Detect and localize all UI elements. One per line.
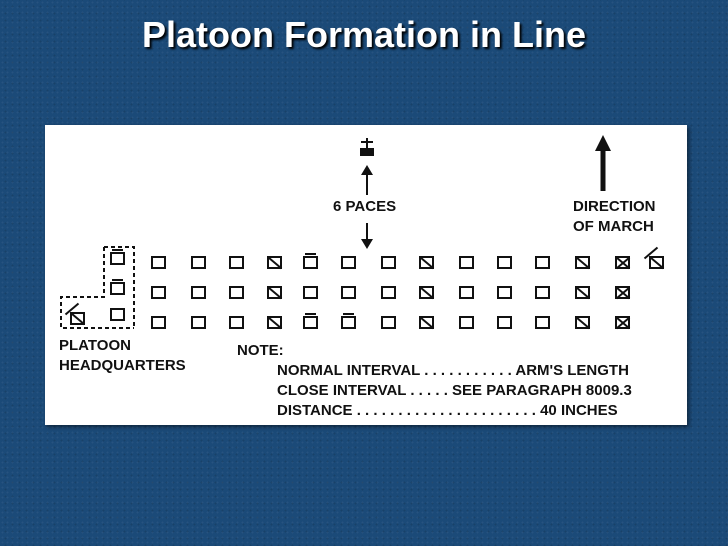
squad-member-symbol [191, 286, 206, 299]
squad-leader-symbol [575, 316, 590, 329]
squad-member-symbol [303, 313, 318, 329]
squad-member-symbol [459, 286, 474, 299]
squad-leader-symbol [615, 286, 630, 299]
squad-leader-symbol [649, 256, 664, 269]
pace-label: 6 PACES [333, 198, 397, 215]
squad-member-symbol [381, 256, 396, 269]
squad-member-symbol [151, 316, 166, 329]
headquarters-label-line1: PLATOON [59, 337, 131, 354]
squad-leader-symbol [267, 286, 282, 299]
slide-title: Platoon Formation in Line [142, 14, 586, 55]
squad-member-symbol [191, 256, 206, 269]
pace-arrow-down-icon [361, 223, 373, 249]
squad-member-symbol [151, 256, 166, 269]
squad-member-symbol [341, 256, 356, 269]
hq-leader-symbol [70, 312, 85, 325]
squad-leader-symbol [419, 256, 434, 269]
squad-member-symbol [381, 286, 396, 299]
squad-leader-symbol [419, 286, 434, 299]
squad-member-symbol [459, 316, 474, 329]
squad-member-symbol [341, 286, 356, 299]
direction-label-line1: DIRECTION [573, 198, 656, 215]
squad-member-symbol [229, 316, 244, 329]
headquarters-label-line2: HEADQUARTERS [59, 357, 186, 374]
squad-member-symbol [151, 286, 166, 299]
squad-member-symbol [459, 256, 474, 269]
squad-leader-symbol [615, 256, 630, 269]
squad-member-symbol [381, 316, 396, 329]
direction-label-line2: OF MARCH [573, 218, 654, 235]
squad-leader-symbol [267, 256, 282, 269]
squad-member-symbol [191, 316, 206, 329]
hq-sergeant-symbol [110, 279, 125, 295]
note-line-close-interval: CLOSE INTERVAL . . . . . SEE PARAGRAPH 8… [277, 382, 632, 399]
direction-arrow-icon [595, 135, 611, 191]
squad-leader-symbol [575, 286, 590, 299]
squad-member-symbol [535, 256, 550, 269]
squad-member-symbol [497, 316, 512, 329]
squad-member-symbol [303, 253, 318, 269]
squad-member-symbol [341, 313, 356, 329]
note-heading: NOTE: [237, 342, 284, 359]
headquarters-dashed-outline [60, 246, 135, 329]
squad-leader-symbol [267, 316, 282, 329]
hq-guide-symbol [110, 249, 125, 265]
squad-member-symbol [303, 286, 318, 299]
squad-member-symbol [497, 256, 512, 269]
squad-leader-symbol [419, 316, 434, 329]
squad-member-symbol [535, 286, 550, 299]
note-line-normal-interval: NORMAL INTERVAL . . . . . . . . . . . AR… [277, 362, 629, 379]
squad-member-symbol [497, 286, 512, 299]
diagram-lines [60, 135, 611, 329]
squad-leader-symbol [615, 316, 630, 329]
squad-member-symbol [229, 256, 244, 269]
squad-leader-symbol [575, 256, 590, 269]
formation-diagram-panel: 6 PACES DIRECTION OF MARCH PLATOON HEADQ… [45, 125, 687, 425]
pace-arrow-up-icon [361, 165, 373, 195]
platoon-leader-icon [360, 138, 374, 156]
note-line-distance: DISTANCE . . . . . . . . . . . . . . . .… [277, 402, 618, 419]
hq-member-symbol [110, 308, 125, 321]
squad-member-symbol [535, 316, 550, 329]
squad-member-symbol [229, 286, 244, 299]
